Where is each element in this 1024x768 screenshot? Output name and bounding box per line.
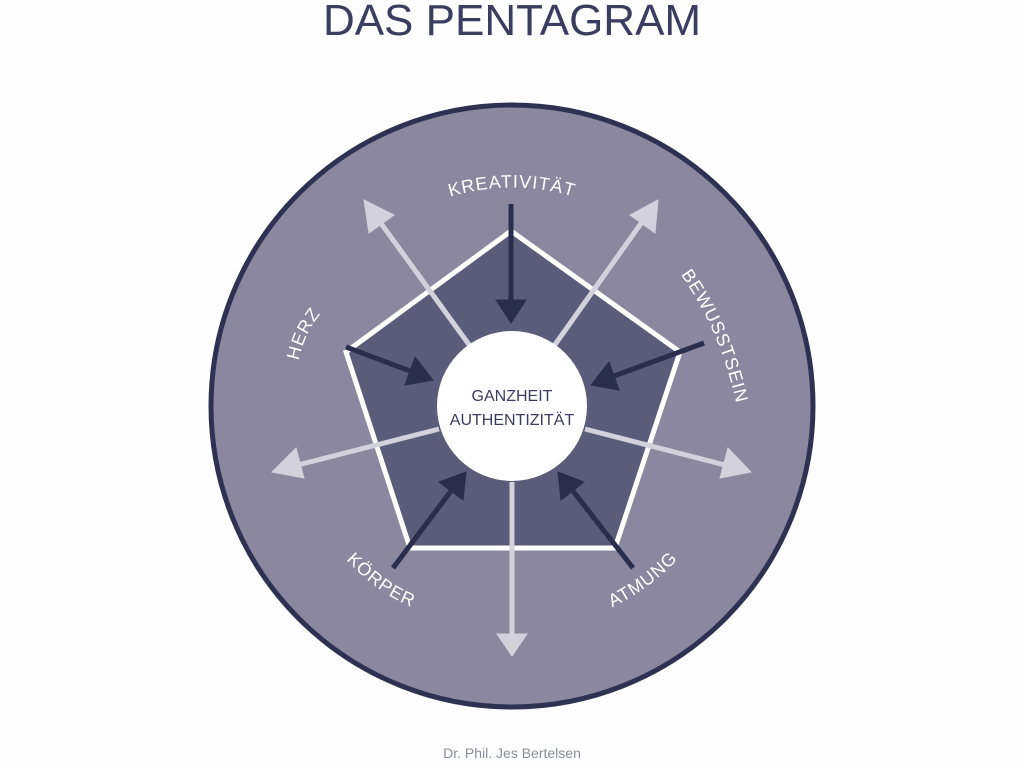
center-circle xyxy=(437,331,587,481)
inward-arrow-left xyxy=(345,344,434,386)
outward-arrow-down xyxy=(496,482,528,657)
inward-arrows xyxy=(345,204,705,570)
center-label-line2: AUTHENTIZITÄT xyxy=(450,411,575,429)
outward-arrow-upper-left xyxy=(363,199,473,348)
author-credit: Dr. Phil. Jes Bertelsen xyxy=(443,745,581,761)
outward-arrow-left xyxy=(270,426,440,479)
inward-arrow-top xyxy=(495,204,527,324)
center-label-line1: GANZHEIT xyxy=(472,388,553,405)
page-title: DAS PENTAGRAM xyxy=(322,0,702,45)
outward-arrows xyxy=(270,199,752,657)
inward-arrow-right xyxy=(590,340,705,391)
inward-arrow-bottom-left xyxy=(391,471,467,570)
outward-arrow-right xyxy=(584,426,752,479)
inward-arrow-bottom-right xyxy=(557,471,635,570)
outward-arrow-upper-right xyxy=(551,199,659,348)
